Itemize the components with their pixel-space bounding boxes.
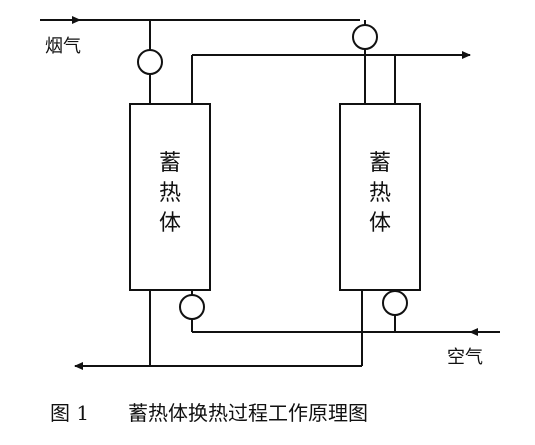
right-block-char-2: 热 — [369, 181, 391, 206]
left-bottom-valve — [179, 294, 205, 320]
air-label: 空气 — [447, 347, 483, 368]
right-top-valve — [352, 24, 378, 50]
flue-gas-label: 烟气 — [45, 36, 81, 57]
right-bottom-valve — [382, 290, 408, 316]
left-regenerator-block — [129, 103, 211, 291]
left-top-valve — [137, 49, 163, 75]
left-block-char-1: 蓄 — [159, 151, 181, 176]
right-block-char-1: 蓄 — [369, 151, 391, 176]
left-block-char-3: 体 — [159, 211, 181, 236]
left-block-char-2: 热 — [159, 181, 181, 206]
figure-title: 蓄热体换热过程工作原理图 — [128, 401, 368, 425]
right-regenerator-block — [339, 103, 421, 291]
right-block-text: 蓄 热 体 — [369, 151, 391, 236]
right-block-char-3: 体 — [369, 211, 391, 236]
left-block-text: 蓄 热 体 — [159, 151, 181, 236]
figure-number: 图 1 — [50, 401, 89, 425]
